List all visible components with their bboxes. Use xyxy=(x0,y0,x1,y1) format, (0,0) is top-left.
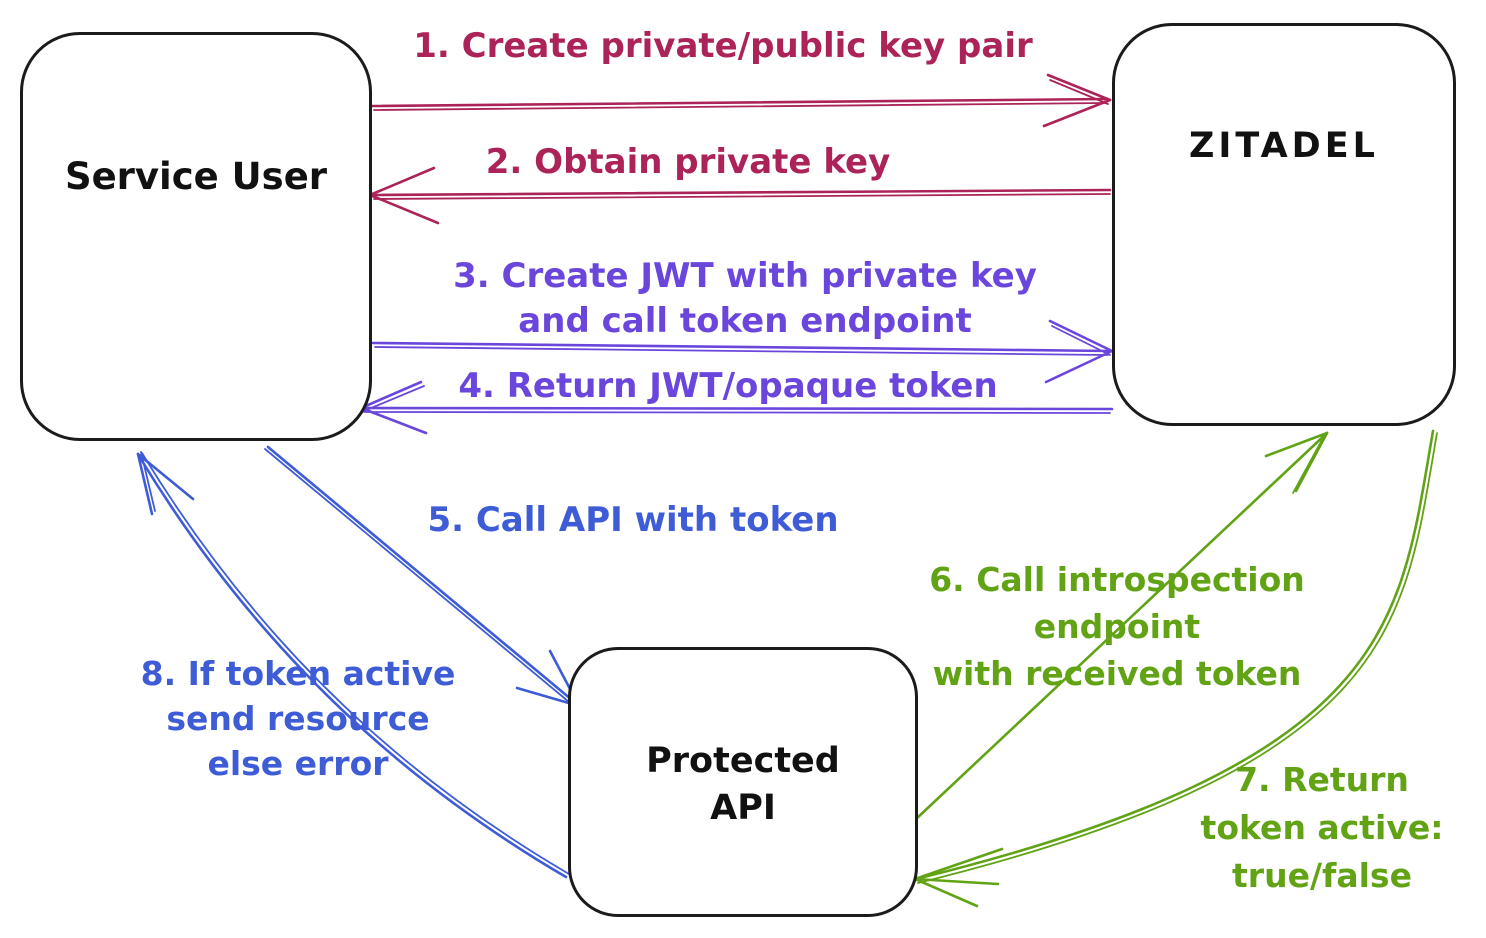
node-protected-api-line1: Protected xyxy=(646,741,840,781)
message-4-label: 4. Return JWT/opaque token xyxy=(458,366,998,406)
node-protected-api-label: Protected API xyxy=(571,738,915,832)
arrow-2-obtain-private-key xyxy=(368,166,1112,225)
arrow-5-call-api xyxy=(264,445,581,708)
message-6-label: 6. Call introspection endpoint with rece… xyxy=(929,560,1305,693)
arrow-4-return-token xyxy=(359,380,1114,435)
node-service-user-label: Service User xyxy=(64,155,328,198)
message-8-label: 8. If token active send resource else er… xyxy=(140,654,456,783)
node-protected-api: Protected API xyxy=(568,647,918,917)
message-1-label: 1. Create private/public key pair xyxy=(413,26,1033,66)
arrow-1-create-key-pair xyxy=(370,73,1112,128)
arrow-7-return-token-active xyxy=(913,429,1438,908)
arrow-3-create-jwt xyxy=(371,319,1114,384)
node-zitadel: ZITADEL xyxy=(1112,23,1456,426)
message-5-label: 5. Call API with token xyxy=(427,500,839,540)
message-7-label: 7. Return token active: true/false xyxy=(1200,760,1444,895)
arrow-6-call-introspection xyxy=(914,431,1329,821)
node-protected-api-line2: API xyxy=(710,788,776,828)
arrow-8-send-resource xyxy=(136,451,570,879)
message-3-label: 3. Create JWT with private key and call … xyxy=(453,256,1037,341)
node-zitadel-label: ZITADEL xyxy=(1189,126,1379,166)
node-service-user: Service User xyxy=(20,32,372,441)
message-2-label: 2. Obtain private key xyxy=(485,142,891,182)
